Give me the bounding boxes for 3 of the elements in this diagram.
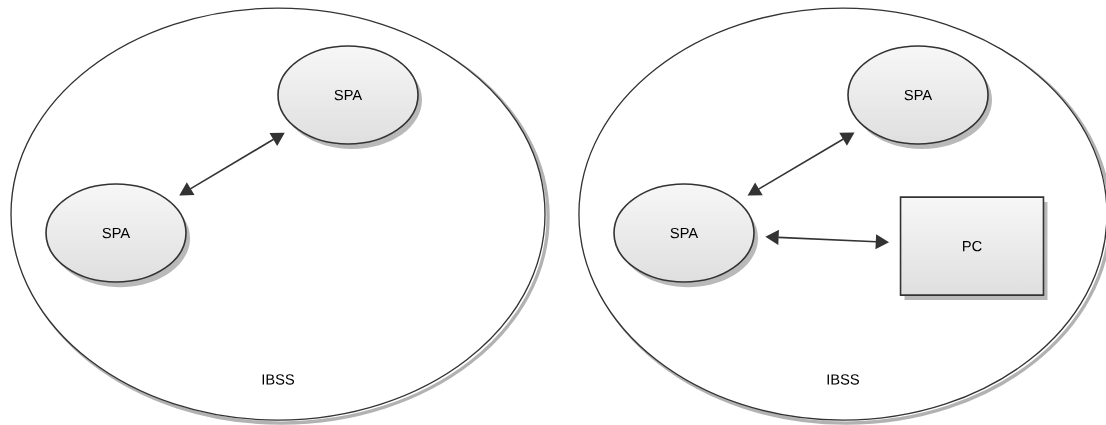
arrow bbox=[179, 132, 285, 196]
node-label: IBSS bbox=[262, 374, 295, 385]
process-box: PC bbox=[899, 196, 1048, 301]
